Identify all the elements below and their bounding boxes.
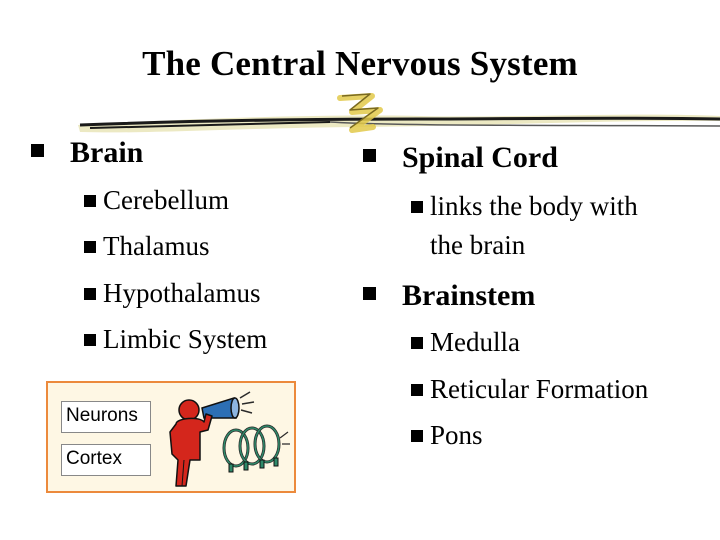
neurons-label: Neurons	[61, 401, 151, 433]
spinal-cord-heading: Spinal Cord	[363, 141, 558, 175]
brainstem-item-medulla: Medulla	[411, 327, 520, 358]
brain-item-limbic-system: Limbic System	[84, 324, 267, 355]
square-bullet-icon	[411, 337, 423, 349]
brainstem-item-label: Medulla	[430, 327, 520, 357]
spinal-cord-heading-text: Spinal Cord	[402, 141, 558, 174]
brain-item-thalamus: Thalamus	[84, 231, 209, 262]
brain-heading: Brain	[31, 136, 143, 170]
brain-item-label: Cerebellum	[103, 185, 229, 215]
square-bullet-icon	[84, 334, 96, 346]
brainstem-heading-text: Brainstem	[402, 279, 536, 312]
brainstem-item-label: Reticular Formation	[430, 374, 649, 404]
brain-item-label: Hypothalamus	[103, 278, 261, 308]
brainstem-heading: Brainstem	[363, 279, 535, 313]
square-bullet-icon	[411, 430, 423, 442]
brainstem-item-label: Pons	[430, 420, 483, 450]
cortex-label: Cortex	[61, 444, 151, 476]
square-bullet-icon	[84, 195, 96, 207]
brain-item-hypothalamus: Hypothalamus	[84, 278, 260, 309]
square-bullet-icon	[411, 384, 423, 396]
brain-item-label: Thalamus	[103, 231, 210, 261]
square-bullet-icon	[363, 287, 376, 300]
square-bullet-icon	[31, 144, 44, 157]
title-underline-decoration	[78, 93, 720, 133]
brain-item-cerebellum: Cerebellum	[84, 185, 229, 216]
square-bullet-icon	[84, 288, 96, 300]
spinal-cord-item: links the body with	[411, 191, 638, 222]
slide-title: The Central Nervous System	[142, 44, 578, 83]
brain-item-label: Limbic System	[103, 324, 268, 354]
spinal-cord-item-continuation: the brain	[430, 230, 526, 260]
spinal-cord-item-line1: links the body with	[430, 191, 638, 221]
person-with-megaphone-and-rings-icon	[169, 391, 290, 487]
square-bullet-icon	[363, 149, 376, 162]
square-bullet-icon	[411, 201, 423, 213]
square-bullet-icon	[84, 241, 96, 253]
brain-heading-text: Brain	[70, 136, 144, 169]
brainstem-item-reticular-formation: Reticular Formation	[411, 374, 648, 405]
brainstem-item-pons: Pons	[411, 420, 483, 451]
